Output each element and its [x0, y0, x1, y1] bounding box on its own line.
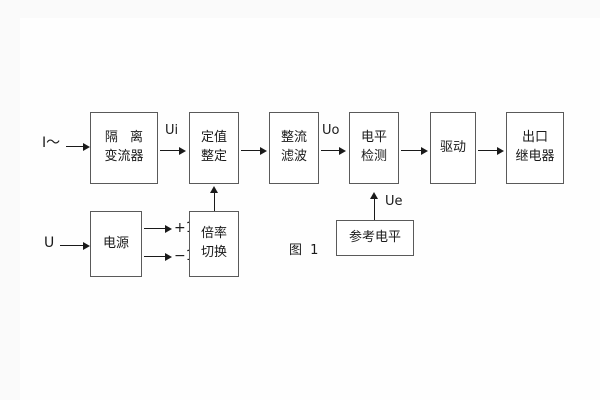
block-power-supply-line1: 电源: [102, 235, 129, 251]
page-edge-band-left: [0, 0, 20, 400]
block-reference-level-line1: 参考电平: [348, 229, 401, 245]
signal-ui-label: Ui: [165, 123, 179, 138]
block-driver: 驱动: [430, 112, 476, 184]
block-power-supply: 电源: [90, 211, 142, 277]
block-isolation-transformer: 隔 离 变流器: [90, 112, 158, 184]
block-driver-line1: 驱动: [439, 139, 466, 155]
block-level-detect: 电平 检测: [349, 112, 399, 184]
block-reference-level: 参考电平: [336, 220, 414, 256]
connector-driver-to-output: [478, 150, 498, 151]
connector-setting-to-rectify: [241, 150, 261, 151]
connector-multiplier-to-setting-arrowhead: [210, 186, 218, 193]
figure-caption: 图 1: [289, 243, 321, 258]
block-rectify-filter: 整流 滤波: [269, 112, 319, 184]
signal-ue-label: Ue: [385, 194, 403, 209]
block-rectify-filter-line2: 滤波: [280, 149, 307, 164]
block-setting-line1: 定值: [200, 130, 227, 146]
block-output-relay-line2: 继电器: [515, 149, 555, 164]
connector-level-to-driver-arrowhead: [421, 147, 428, 155]
block-setting: 定值 整定: [189, 112, 239, 184]
connector-rectify-to-level-arrowhead: [339, 147, 346, 155]
rail-positive-line: [144, 228, 166, 229]
block-isolation-transformer-line1: 隔 离: [104, 130, 148, 146]
input-current-line: [66, 146, 84, 147]
connector-isolation-to-setting-arrowhead: [179, 147, 186, 155]
input-voltage-label: U: [44, 235, 55, 251]
block-multiplier-switch: 倍率 切换: [189, 211, 239, 277]
connector-multiplier-to-setting: [214, 192, 215, 211]
connector-rectify-to-level: [321, 150, 340, 151]
page-edge-band-top: [0, 0, 600, 18]
block-isolation-transformer-line2: 变流器: [104, 149, 144, 164]
block-level-detect-line1: 电平: [360, 130, 387, 146]
block-level-detect-line2: 检测: [360, 149, 387, 164]
block-multiplier-switch-line2: 切换: [200, 245, 227, 260]
block-rectify-filter-line1: 整流: [280, 130, 307, 146]
block-output-relay-line1: 出口: [521, 130, 548, 146]
rail-negative-arrowhead: [165, 253, 172, 261]
input-current-arrowhead: [83, 143, 90, 151]
rail-negative-line: [144, 256, 166, 257]
rail-positive-arrowhead: [165, 225, 172, 233]
connector-driver-to-output-arrowhead: [497, 147, 504, 155]
signal-uo-label: Uo: [322, 123, 340, 138]
block-output-relay: 出口 继电器: [506, 112, 564, 184]
connector-reference-to-level-arrowhead: [370, 192, 378, 199]
input-voltage-line: [60, 245, 84, 246]
connector-isolation-to-setting: [160, 150, 180, 151]
block-multiplier-switch-line1: 倍率: [200, 226, 227, 242]
block-setting-line2: 整定: [200, 149, 227, 164]
connector-setting-to-rectify-arrowhead: [260, 147, 267, 155]
connector-reference-to-level: [374, 198, 375, 220]
input-current-label: I～: [42, 135, 61, 151]
input-voltage-arrowhead: [83, 242, 90, 250]
connector-level-to-driver: [401, 150, 422, 151]
